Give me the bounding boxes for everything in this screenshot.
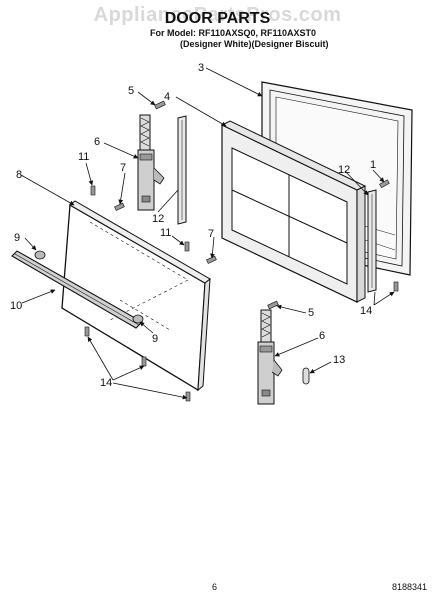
callout-1: 1 bbox=[370, 159, 376, 171]
callout-14-right: 14 bbox=[360, 305, 372, 317]
callout-13: 13 bbox=[333, 354, 345, 366]
callout-3: 3 bbox=[198, 62, 204, 74]
handle-end-cap-left bbox=[34, 250, 46, 260]
callout-7-lower: 7 bbox=[208, 228, 214, 240]
callout-8: 8 bbox=[16, 169, 22, 181]
screw-11-upper bbox=[90, 185, 96, 196]
subtitle-line-1: For Model: RF110AXSQ0, RF110AXST0 bbox=[150, 28, 317, 38]
page-title: DOOR PARTS bbox=[164, 10, 271, 27]
document-number: 8188341 bbox=[392, 582, 428, 592]
leader-lines bbox=[20, 67, 395, 400]
callout-4: 4 bbox=[164, 91, 170, 103]
watermark: AppliancePartsPros.com bbox=[93, 4, 342, 26]
callout-9-left: 9 bbox=[14, 232, 20, 244]
callout-6-lower: 6 bbox=[319, 330, 325, 342]
outer-door-panel bbox=[61, 200, 211, 392]
screw-5-lower bbox=[267, 300, 279, 310]
screw-14-b bbox=[141, 356, 147, 367]
callout-6-upper: 6 bbox=[94, 136, 100, 148]
model-subtitle: For Model: RF110AXSQ0, RF110AXST0 (Desig… bbox=[150, 28, 329, 50]
callout-11-lower: 11 bbox=[160, 227, 171, 239]
door-hinge-upper bbox=[137, 114, 165, 211]
inner-door-window-assembly bbox=[220, 120, 367, 303]
callout-12-left: 12 bbox=[152, 213, 164, 225]
screw-11-lower bbox=[184, 241, 190, 252]
subtitle-line-2: (Designer White)(Designer Biscuit) bbox=[180, 39, 329, 49]
screw-14-c bbox=[185, 391, 191, 402]
callout-9-right: 9 bbox=[152, 333, 158, 345]
screw-7-lower bbox=[206, 255, 217, 264]
screw-7-upper bbox=[114, 202, 125, 211]
callout-14-left: 14 bbox=[100, 377, 112, 389]
callout-10: 10 bbox=[10, 300, 22, 312]
door-strip-left bbox=[177, 115, 187, 225]
callout-5-lower: 5 bbox=[308, 307, 314, 319]
screw-14-a bbox=[84, 326, 90, 337]
handle-end-cap-right bbox=[132, 314, 144, 324]
page-number: 6 bbox=[212, 582, 218, 592]
screw-14-right bbox=[393, 281, 399, 292]
callout-7-upper: 7 bbox=[120, 162, 126, 174]
screw-5-upper bbox=[154, 100, 166, 110]
door-strip-right bbox=[367, 189, 377, 293]
callout-labels: 3 4 5 6 11 7 8 12 1 12 11 7 9 10 14 5 9 … bbox=[10, 62, 376, 389]
part-13-clip bbox=[302, 367, 310, 385]
callout-11-upper: 11 bbox=[78, 151, 89, 163]
callout-5-upper: 5 bbox=[128, 85, 134, 97]
door-hinge-lower bbox=[257, 309, 283, 405]
callout-12-right: 12 bbox=[338, 164, 350, 176]
